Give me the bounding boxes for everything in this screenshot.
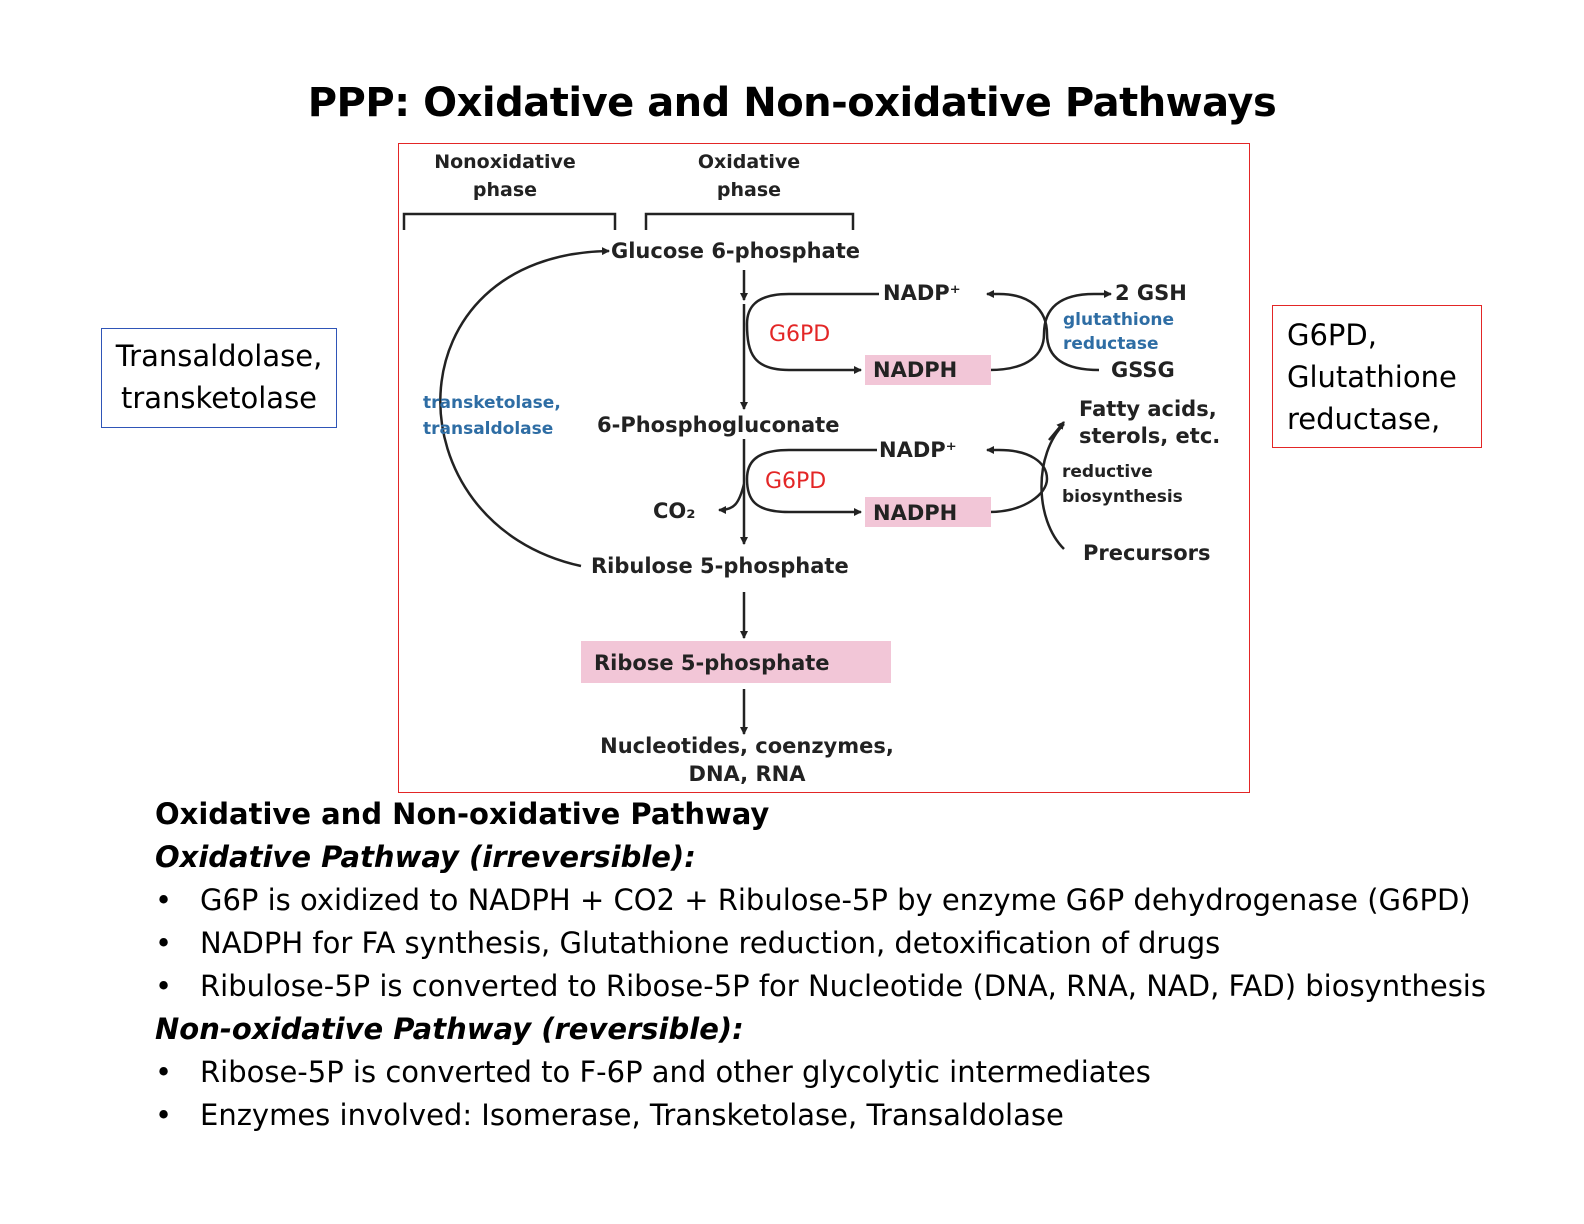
callout-right-line-3: reductase, bbox=[1287, 402, 1441, 436]
callout-right-line-1: G6PD, bbox=[1287, 318, 1377, 352]
arrow-to-fatty-acids bbox=[1048, 421, 1065, 441]
bullet-dot: • bbox=[155, 926, 173, 960]
co2-label: CO₂ bbox=[653, 499, 695, 523]
callout-right-line-2: Glutathione bbox=[1287, 360, 1457, 394]
phase-oxidative-label-2: phase bbox=[717, 179, 781, 201]
pathway-svg: Nonoxidative phase Oxidative phase Gl bbox=[402, 151, 1220, 786]
g6pd-1-label: G6PD bbox=[769, 322, 830, 347]
bullet-text: Ribulose-5P is converted to Ribose-5P fo… bbox=[200, 969, 1486, 1003]
nadph-1-highlight bbox=[865, 355, 991, 385]
bullet-text: NADPH for FA synthesis, Glutathione redu… bbox=[200, 926, 1221, 960]
nonoxidative-bullet-2: • Enzymes involved: Isomerase, Transketol… bbox=[155, 1094, 1555, 1137]
callout-left-line-2: transketolase bbox=[120, 381, 318, 415]
nadph-2-highlight bbox=[865, 497, 991, 527]
fatty-acids-label-2: sterols, etc. bbox=[1079, 424, 1220, 448]
nonoxidative-bracket bbox=[402, 212, 617, 230]
fatty-acids-label-1: Fatty acids, bbox=[1079, 397, 1217, 421]
g6pd-2-label: G6PD bbox=[765, 469, 826, 494]
bullet-text: Ribose-5P is converted to F-6P and other… bbox=[200, 1055, 1151, 1089]
bullet-text: Enzymes involved: Isomerase, Transketola… bbox=[200, 1098, 1064, 1132]
glutathione-reductase-label-2: reductase bbox=[1063, 334, 1159, 354]
ribose5p-highlight bbox=[581, 641, 891, 683]
nadp-loop-2 bbox=[745, 448, 877, 516]
ribose5p-label: Ribose 5-phosphate bbox=[594, 651, 830, 675]
biosynthesis-bracket-curve bbox=[1040, 423, 1065, 550]
ribulose5p-label: Ribulose 5-phosphate bbox=[591, 554, 849, 578]
bullet-dot: • bbox=[155, 969, 173, 1003]
nonoxidative-bullet-1: • Ribose-5P is converted to F-6P and othe… bbox=[155, 1051, 1555, 1094]
notes-section: Oxidative and Non-oxidative Pathway Oxid… bbox=[155, 793, 1555, 1137]
callout-nonoxidative-enzymes: Transaldolase, transketolase bbox=[101, 328, 337, 428]
biosynthesis-loop-arc bbox=[986, 446, 1049, 514]
nucleotides-label-1: Nucleotides, coenzymes, bbox=[600, 734, 894, 758]
phase-oxidative-label-1: Oxidative bbox=[698, 151, 800, 173]
reductive-biosynthesis-label-2: biosynthesis bbox=[1062, 487, 1183, 507]
oxidative-bullet-3: • Ribulose-5P is converted to Ribose-5P f… bbox=[155, 965, 1555, 1008]
glutathione-return-arc bbox=[986, 290, 1100, 372]
glucose6p-label: Glucose 6-phosphate bbox=[611, 239, 860, 263]
bullet-dot: • bbox=[155, 1098, 173, 1132]
phosphogluconate-label: 6-Phosphogluconate bbox=[597, 413, 839, 437]
bullet-dot: • bbox=[155, 1055, 173, 1089]
precursors-label: Precursors bbox=[1083, 541, 1211, 565]
transketolase-label: transketolase, bbox=[423, 393, 561, 413]
two-gsh-label: 2 GSH bbox=[1115, 281, 1187, 305]
nonoxidative-subheading: Non-oxidative Pathway (reversible): bbox=[155, 1012, 744, 1046]
glutathione-loop-arc bbox=[988, 290, 1112, 372]
nadp-loop-1 bbox=[745, 292, 879, 374]
nucleotides-label-2: DNA, RNA bbox=[689, 762, 807, 786]
notes-heading: Oxidative and Non-oxidative Pathway bbox=[155, 797, 770, 831]
phase-nonoxidative-label-1: Nonoxidative bbox=[434, 151, 576, 173]
slide-title: PPP: Oxidative and Non-oxidative Pathway… bbox=[307, 80, 1277, 126]
callout-oxidative-enzymes: G6PD, Glutathione reductase, bbox=[1272, 305, 1482, 448]
phase-nonoxidative-label-2: phase bbox=[473, 179, 537, 201]
oxidative-bullet-1: • G6P is oxidized to NADPH + CO2 + Ribulo… bbox=[155, 879, 1555, 922]
callout-left-line-1: Transaldolase, bbox=[115, 339, 323, 373]
oxidative-bracket bbox=[644, 212, 855, 230]
transaldolase-label: transaldolase bbox=[423, 419, 553, 439]
reductive-biosynthesis-label-1: reductive bbox=[1062, 462, 1153, 482]
nadp-plus-1-label: NADP⁺ bbox=[883, 281, 961, 305]
glutathione-reductase-label-1: glutathione bbox=[1063, 310, 1174, 330]
bullet-dot: • bbox=[155, 883, 173, 917]
nonoxidative-recycle-arc bbox=[439, 247, 610, 568]
nadp-plus-2-label: NADP⁺ bbox=[879, 438, 957, 462]
oxidative-subheading: Oxidative Pathway (irreversible): bbox=[155, 840, 696, 874]
ppp-pathway-diagram: Nonoxidative phase Oxidative phase Gl bbox=[398, 143, 1250, 793]
gssg-label: GSSG bbox=[1111, 358, 1175, 382]
nadph-1-label: NADPH bbox=[873, 358, 957, 382]
nadph-2-label: NADPH bbox=[873, 501, 957, 525]
oxidative-bullet-2: • NADPH for FA synthesis, Glutathione red… bbox=[155, 922, 1555, 965]
bullet-text: G6P is oxidized to NADPH + CO2 + Ribulos… bbox=[200, 883, 1471, 917]
co2-branch-arrow bbox=[718, 483, 746, 514]
